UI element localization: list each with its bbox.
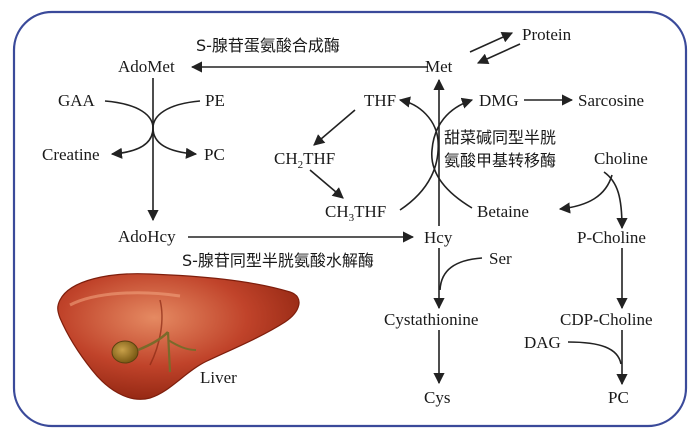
- node-betaine: Betaine: [477, 202, 529, 221]
- liver-illustration: [57, 273, 300, 400]
- node-labels: AdoMet Met Protein GAA PE Creatine PC TH…: [42, 25, 653, 407]
- pathway-lines: [104, 32, 628, 386]
- enzyme-mat-label: S-腺苷蛋氨酸合成酶: [196, 36, 340, 55]
- node-thf: THF: [364, 91, 396, 110]
- enzyme-bhmt-label-line1: 甜菜碱同型半胱: [444, 128, 556, 147]
- node-creatine: Creatine: [42, 145, 100, 164]
- node-adohcy: AdoHcy: [118, 227, 176, 246]
- node-dag: DAG: [524, 333, 561, 352]
- node-pc-right: PC: [608, 388, 629, 407]
- node-gaa: GAA: [58, 91, 96, 110]
- node-cystathionine: Cystathionine: [384, 310, 478, 329]
- node-met: Met: [425, 57, 453, 76]
- node-ch3thf: CH3THF: [325, 202, 386, 224]
- node-choline: Choline: [594, 149, 648, 168]
- node-cdp-choline: CDP-Choline: [560, 310, 653, 329]
- node-sarcosine: Sarcosine: [578, 91, 644, 110]
- node-pe: PE: [205, 91, 225, 110]
- node-ser: Ser: [489, 249, 512, 268]
- node-hcy: Hcy: [424, 228, 453, 247]
- gallbladder-shape: [111, 340, 139, 364]
- enzyme-labels: S-腺苷蛋氨酸合成酶 甜菜碱同型半胱 氨酸甲基转移酶 S-腺苷同型半胱氨酸水解酶: [182, 36, 556, 270]
- enzyme-bhmt-label-line2: 氨酸甲基转移酶: [444, 151, 556, 170]
- node-adomet: AdoMet: [118, 57, 175, 76]
- node-protein: Protein: [522, 25, 572, 44]
- node-p-choline: P-Choline: [577, 228, 646, 247]
- enzyme-ahcy-label: S-腺苷同型半胱氨酸水解酶: [182, 251, 374, 270]
- node-liver: Liver: [200, 368, 237, 387]
- node-pc-left: PC: [204, 145, 225, 164]
- node-cys: Cys: [424, 388, 450, 407]
- node-dmg: DMG: [479, 91, 519, 110]
- node-ch2thf: CH2THF: [274, 149, 335, 171]
